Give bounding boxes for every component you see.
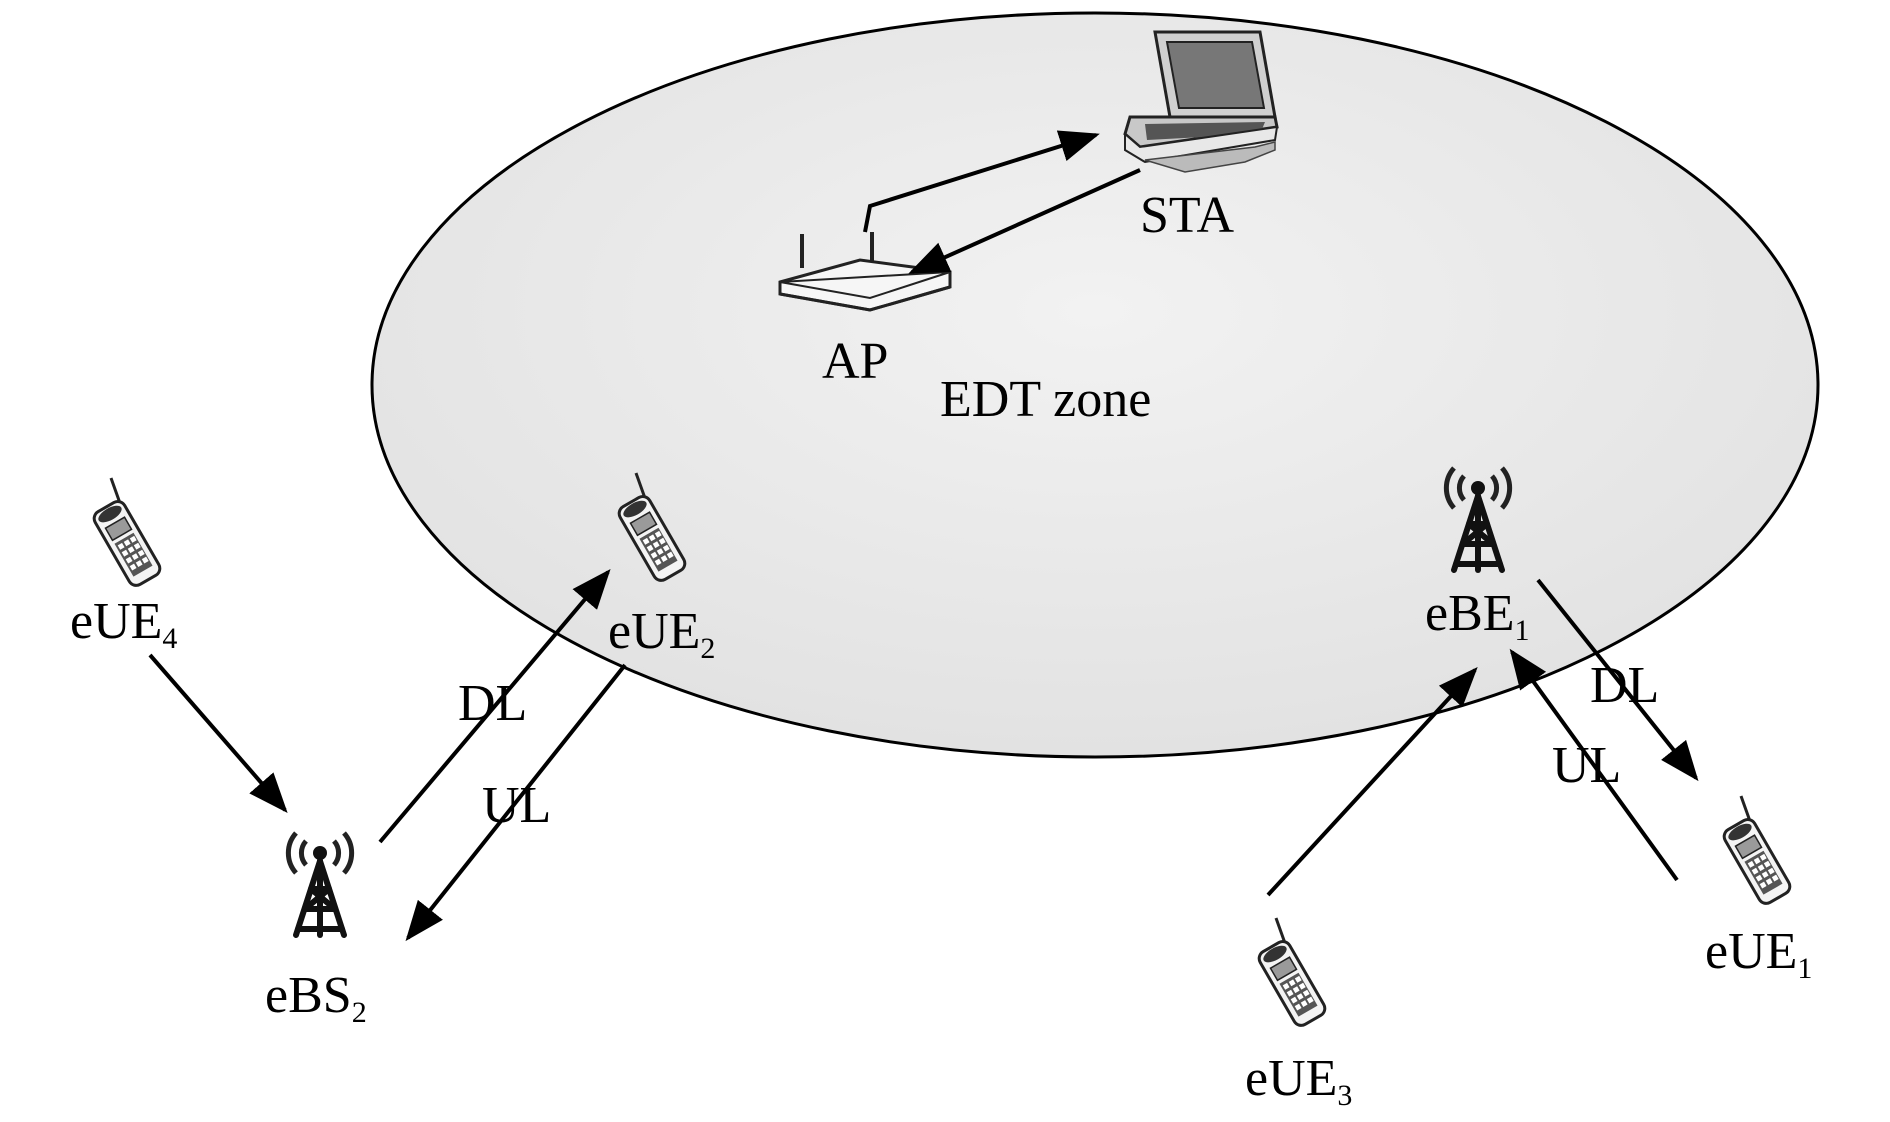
laptop-icon [1123,30,1279,173]
eue4-label: eUE4 [70,593,177,655]
ap-to-sta-link [863,130,1100,233]
eue1-label: eUE1 [1705,923,1812,985]
sta-label: STA [1140,187,1235,244]
router-icon [778,232,952,312]
eue3-label: eUE3 [1245,1050,1352,1112]
left-ul-label: UL [482,777,551,834]
edt-zone-label: EDT zone [940,371,1151,428]
right-dl-link [1536,578,1699,782]
cell-phone-icon [89,476,165,590]
cell-phone-icon [1254,916,1330,1030]
left-ul-link [405,663,627,942]
ap-label: AP [822,333,888,390]
sta-to-ap-link [908,168,1141,274]
right-dl-label: DL [1590,657,1659,714]
cell-phone-icon [1719,794,1795,908]
eue2-label: eUE2 [608,603,715,665]
cell-tower-icon [288,833,351,935]
eue3-to-ebe1-link [1266,667,1478,897]
left-dl-label: DL [458,675,527,732]
right-ul-link [1509,648,1679,882]
ebs2-label: eBS2 [265,967,367,1029]
eue4-to-ebs2-link [148,653,288,814]
ebe1-label: eBE1 [1425,585,1530,647]
right-ul-label: UL [1552,737,1621,794]
left-dl-link [378,568,611,844]
